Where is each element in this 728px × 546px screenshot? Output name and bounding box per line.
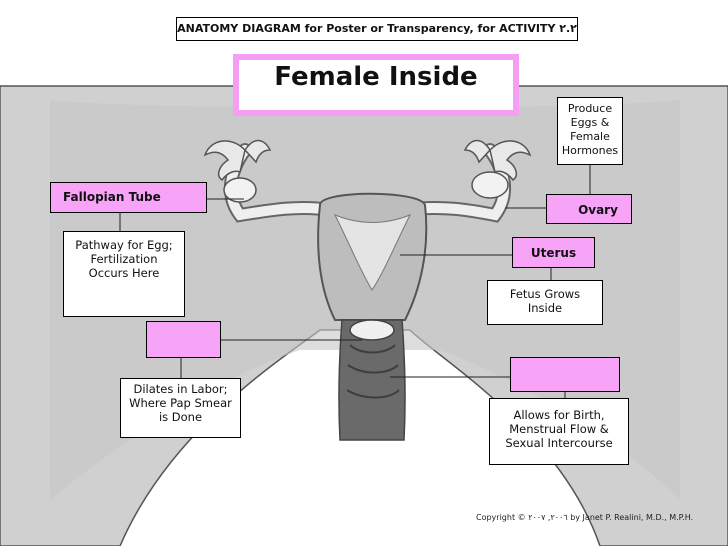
uterus-function-box: Fetus Grows Inside: [487, 280, 603, 325]
cervix-os: [349, 319, 395, 341]
right-fimbriae: [463, 139, 532, 182]
ovary-function-box: Produce Eggs & Female Hormones: [557, 97, 623, 165]
uterus-label: Uterus: [512, 237, 595, 268]
main-title-frame: Female Inside: [233, 54, 519, 116]
fallopian-function-box: Pathway for Egg; Fertilization Occurs He…: [63, 231, 185, 317]
vagina-function-box: Allows for Birth, Menstrual Flow & Sexua…: [489, 398, 629, 465]
left-fimbriae: [203, 139, 272, 182]
blank-label-cervix: [146, 321, 221, 358]
left-ovary: [223, 177, 257, 203]
blank-label-vagina: [510, 357, 620, 392]
right-ovary: [471, 171, 509, 199]
uterus-cavity: [333, 214, 412, 291]
activity-title: ANATOMY DIAGRAM for Poster or Transparen…: [176, 17, 578, 41]
main-title: Female Inside: [239, 60, 513, 110]
leader-lines: [119, 165, 591, 398]
copyright-notice: Copyright © ٢٠٠٦, ٢٠٠٧ by Janet P. Reali…: [476, 513, 694, 522]
cervix-function-box: Dilates in Labor; Where Pap Smear is Don…: [120, 378, 241, 438]
fallopian-tube-label: Fallopian Tube: [50, 182, 207, 213]
ovary-label: Ovary: [546, 194, 632, 224]
